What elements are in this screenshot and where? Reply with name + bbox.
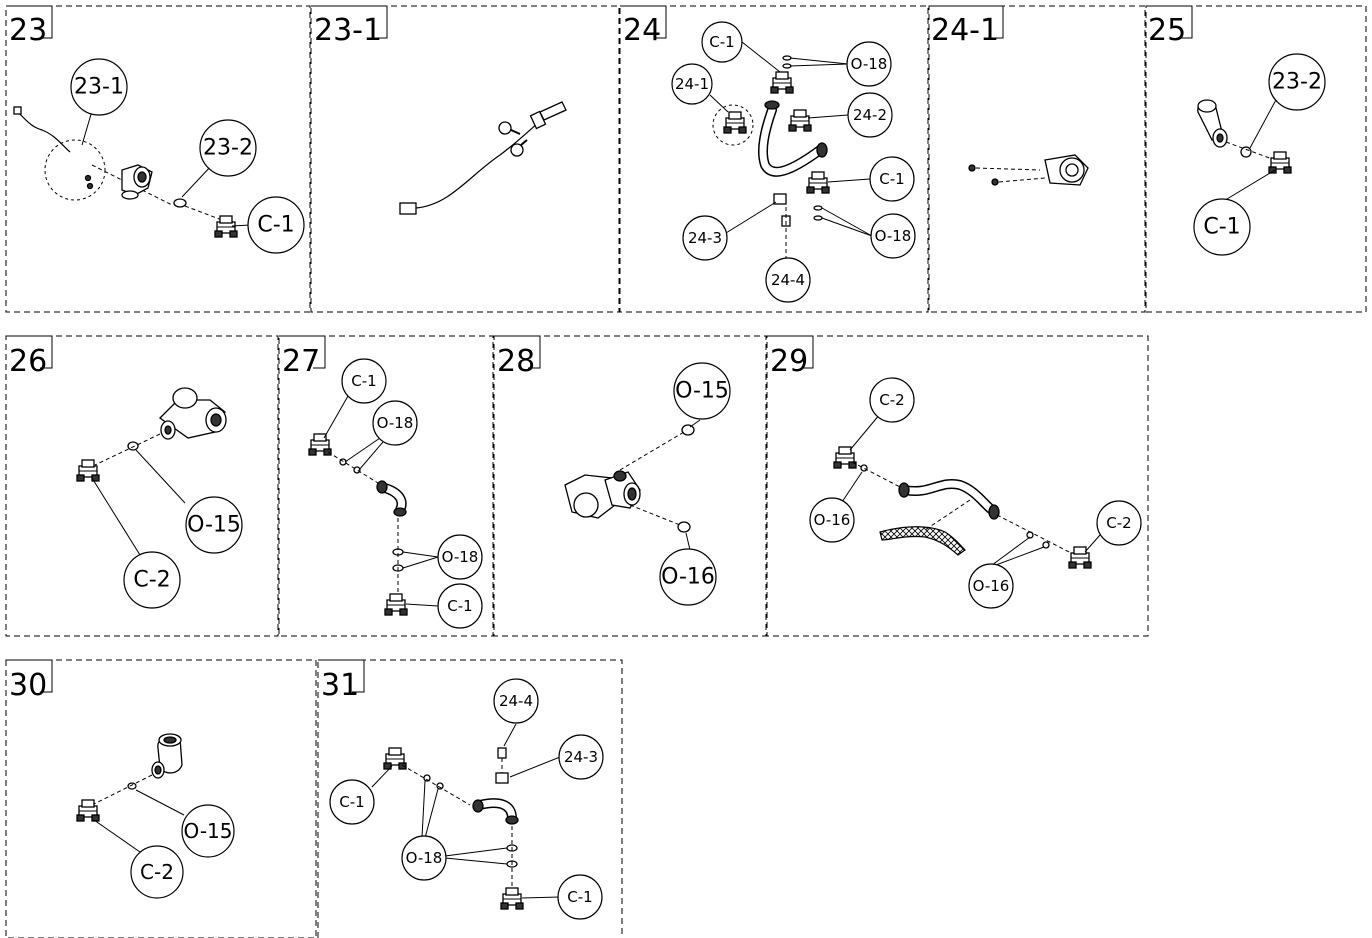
callout-O-15: O-15	[181, 804, 235, 858]
callout-O-18: O-18	[846, 41, 892, 87]
panel-number: 31	[321, 668, 359, 703]
svg-text:24-3: 24-3	[564, 748, 598, 766]
panel-24-1: 24-1	[928, 5, 1146, 313]
svg-text:C-1: C-1	[339, 793, 364, 811]
svg-text:24-3: 24-3	[688, 229, 722, 247]
svg-text:O-18: O-18	[442, 548, 479, 566]
panel-number: 23	[9, 13, 47, 48]
panel-23-1: 23-1	[310, 5, 620, 313]
panel-number: 30	[9, 668, 47, 703]
callout-O-18: O-18	[401, 835, 447, 881]
callout-C-1: C-1	[329, 779, 375, 825]
svg-text:C-1: C-1	[447, 597, 472, 615]
panel-number: 29	[770, 344, 808, 379]
panel-29: 29 C-2 O-16 C-2 O-16	[766, 335, 1149, 637]
svg-text:24-4: 24-4	[499, 692, 533, 710]
svg-text:24-1: 24-1	[675, 75, 709, 93]
panel-24: 24 C-1 O-18 24-1	[619, 5, 929, 313]
panel-number: 24-1	[931, 13, 999, 48]
svg-text:24-4: 24-4	[771, 271, 805, 289]
svg-text:23-2: 23-2	[1272, 70, 1322, 95]
svg-text:23-2: 23-2	[203, 136, 253, 161]
callout-24-4: 24-4	[493, 678, 539, 724]
callout-O-18: O-18	[870, 213, 916, 259]
callout-C-1: C-1	[557, 874, 603, 920]
callout-C-1: C-1	[869, 156, 915, 202]
svg-text:C-2: C-2	[1106, 514, 1131, 532]
svg-text:C-2: C-2	[879, 391, 904, 409]
callout-C-1: C-1	[247, 196, 305, 254]
callout-24-3: 24-3	[682, 215, 728, 261]
panel-27: 27 C-1 O-18 O-18 C-1	[278, 335, 494, 637]
callout-C-1: C-1	[701, 21, 743, 63]
callout-O-16: O-16	[659, 548, 717, 606]
callout-C-2: C-2	[123, 551, 181, 609]
callout-23-2: 23-2	[199, 119, 257, 177]
svg-text:O-16: O-16	[973, 577, 1010, 595]
svg-text:C-1: C-1	[257, 213, 294, 238]
svg-text:O-18: O-18	[851, 55, 888, 73]
callout-24-1: 24-1	[671, 63, 713, 105]
svg-text:O-15: O-15	[187, 513, 241, 538]
svg-text:O-18: O-18	[875, 227, 912, 245]
callout-O-15: O-15	[185, 496, 243, 554]
panel-number: 25	[1148, 13, 1186, 48]
callout-23-1: 23-1	[70, 58, 128, 116]
svg-text:C-1: C-1	[879, 170, 904, 188]
callout-O-18: O-18	[437, 534, 483, 580]
svg-text:O-15: O-15	[675, 379, 729, 404]
callout-24-2: 24-2	[847, 92, 893, 138]
svg-text:O-15: O-15	[184, 819, 233, 843]
svg-text:C-2: C-2	[133, 568, 170, 593]
callout-O-16: O-16	[968, 563, 1014, 609]
panel-number: 26	[9, 344, 47, 379]
svg-text:O-18: O-18	[377, 414, 414, 432]
panel-31: 31 24-4 24-3 C-1	[317, 659, 623, 938]
callout-C-1: C-1	[1193, 198, 1251, 256]
callout-23-2: 23-2	[1268, 53, 1326, 111]
panel-number: 23-1	[314, 13, 382, 48]
svg-text:O-16: O-16	[661, 565, 715, 590]
svg-text:O-16: O-16	[814, 511, 851, 529]
callout-C-2: C-2	[869, 377, 915, 423]
panel-number: 24	[623, 13, 661, 48]
svg-text:23-1: 23-1	[74, 75, 124, 100]
panel-25: 25 23-2 C-1	[1145, 5, 1367, 313]
svg-text:24-2: 24-2	[853, 106, 887, 124]
callout-O-18: O-18	[372, 400, 418, 446]
panel-23: 23 23-1 23-2 C-1	[5, 5, 311, 313]
callout-C-2: C-2	[130, 845, 184, 899]
svg-text:C-1: C-1	[1203, 215, 1240, 240]
callout-O-16: O-16	[809, 497, 855, 543]
callout-24-4: 24-4	[765, 257, 811, 303]
callout-C-1: C-1	[437, 583, 483, 629]
panel-28: 28 O-15 O-16	[493, 335, 767, 637]
svg-text:C-2: C-2	[140, 860, 174, 884]
svg-text:C-1: C-1	[567, 888, 592, 906]
panel-number: 27	[282, 344, 320, 379]
svg-text:C-1: C-1	[709, 33, 734, 51]
callout-C-1: C-1	[341, 358, 387, 404]
svg-text:C-1: C-1	[351, 372, 376, 390]
panel-26: 26 O-15 C-2	[5, 335, 279, 637]
panel-30: 30 O-15 C-2	[5, 659, 317, 938]
svg-text:O-18: O-18	[406, 849, 443, 867]
callout-24-3: 24-3	[558, 734, 604, 780]
callout-C-2: C-2	[1096, 500, 1142, 546]
callout-O-15: O-15	[673, 362, 731, 420]
panel-number: 28	[497, 344, 535, 379]
